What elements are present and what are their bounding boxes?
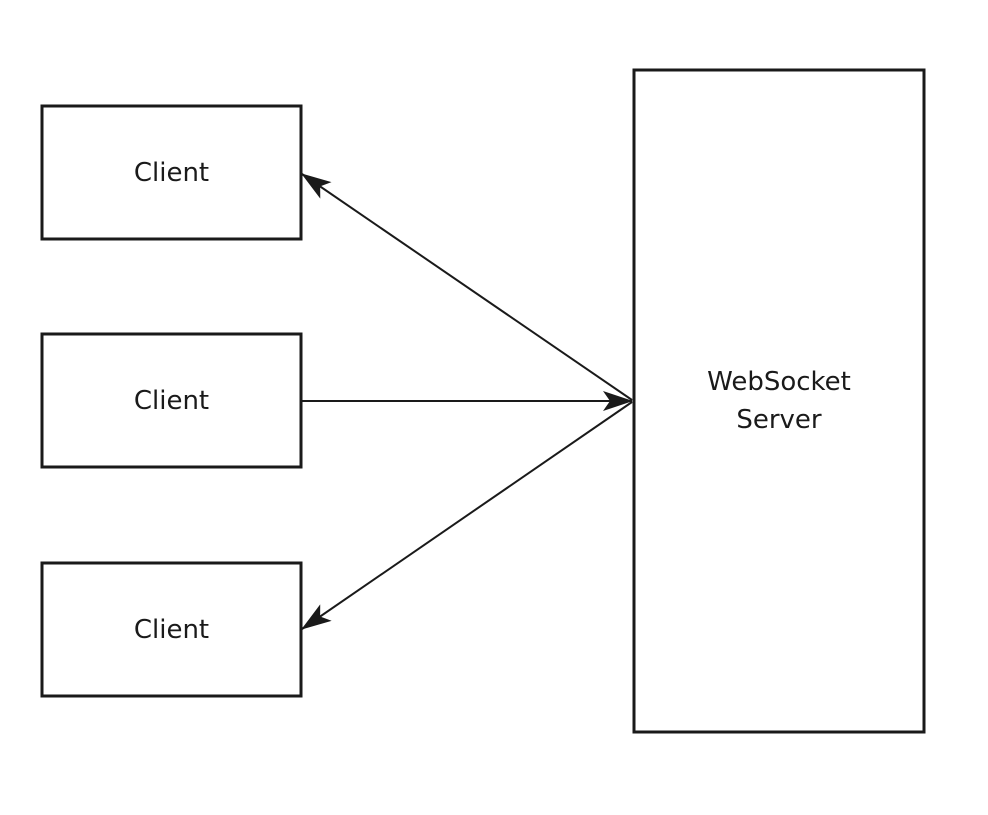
server-box — [632, 68, 926, 734]
edge-server-to-client-1 — [301, 173, 633, 401]
client-box-3 — [40, 561, 303, 698]
client-box-1 — [40, 104, 303, 241]
edge-server-to-client-3 — [301, 401, 633, 630]
client-box-2 — [40, 332, 303, 469]
